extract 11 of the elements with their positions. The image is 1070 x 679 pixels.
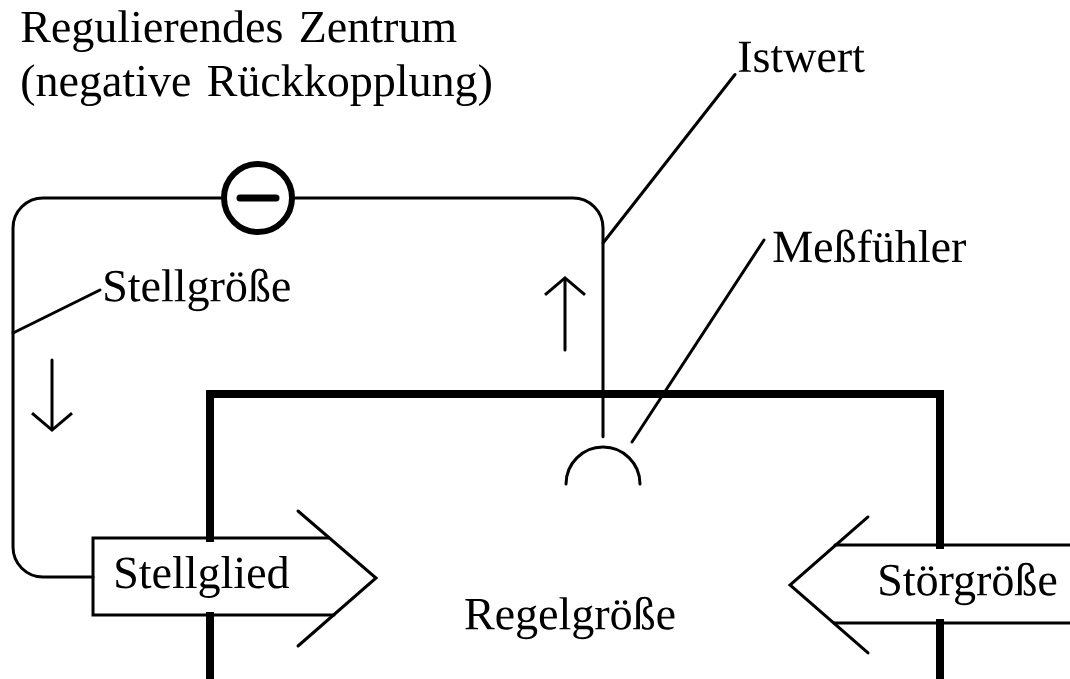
title: Regulierendes Zentrum (negative Rückkopplung) [21,10,491,107]
connector-line [293,196,605,439]
label-text: Meßfühler [773,229,966,263]
connector-line [11,196,223,579]
label-text: Stellgröße [105,268,290,312]
leader-line [601,73,737,245]
sensor-symbol [564,445,642,486]
label-text: Istwert [738,41,865,73]
leader-line [11,288,102,335]
minus-circle [221,161,295,235]
leader-line [630,238,766,444]
